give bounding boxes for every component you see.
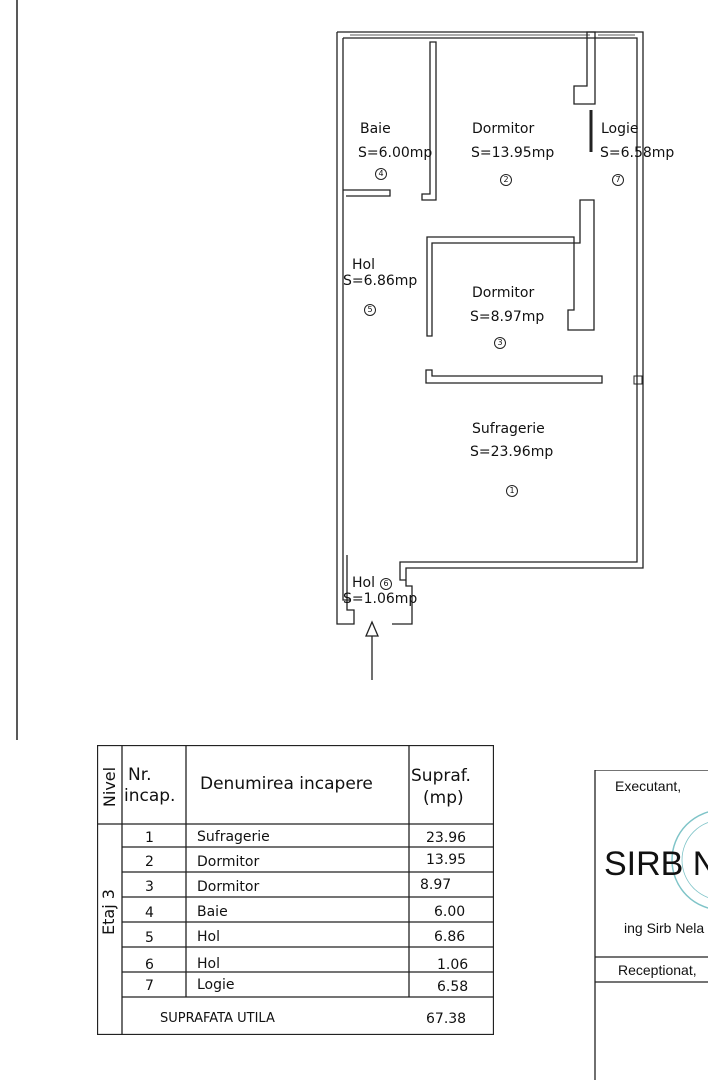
row-name: Dormitor (197, 879, 260, 895)
entrance-arrow-icon (365, 620, 379, 680)
row-area: 6.58 (437, 979, 469, 995)
room-area: S=6.86mp (343, 273, 418, 289)
stamp-frame (594, 770, 708, 1080)
row-name: Hol (197, 956, 220, 972)
room-area: S=6.00mp (358, 145, 433, 161)
room-area: S=13.95mp (471, 145, 555, 161)
room-area: S=23.96mp (470, 444, 554, 460)
row-name: Baie (197, 904, 228, 920)
row-nr: 6 (145, 957, 154, 973)
row-nr: 1 (145, 830, 154, 846)
header-area: Supraf. (411, 766, 471, 786)
floor-plan (16, 0, 644, 740)
dormitor-small-wall (426, 199, 595, 337)
header-name: Denumirea incapere (200, 774, 373, 794)
room-name: Sufragerie (472, 421, 545, 437)
inner-wall-line (343, 37, 638, 581)
room-number: 2 (500, 174, 512, 186)
room-name: Hol (352, 575, 375, 591)
row-area: 6.86 (434, 929, 466, 945)
room-name: Logie (601, 121, 639, 137)
room-name: Dormitor (472, 285, 535, 301)
room-number-badge: 3 (494, 336, 506, 349)
level-value: Etaj 3 (99, 889, 118, 935)
row-name: Sufragerie (197, 829, 270, 845)
row-name: Dormitor (197, 854, 260, 870)
row-name: Logie (197, 977, 235, 993)
row-area: 1.06 (437, 957, 469, 973)
room-number-badge: 2 (500, 173, 512, 186)
room-area: S=1.06mp (343, 591, 418, 607)
header-area-2: (mp) (423, 788, 464, 808)
company-name: SIRB N (604, 845, 708, 883)
room-number: 1 (506, 485, 518, 497)
row-nr: 4 (145, 905, 154, 921)
room-number: 5 (364, 304, 376, 316)
room-area: S=8.97mp (470, 309, 545, 325)
room-number: 6 (380, 578, 392, 590)
executant-block: Executant, SIRB N ing Sirb Nela Receptio… (594, 770, 708, 1080)
receptionat-label: Receptionat, (618, 962, 697, 978)
row-area: 8.97 (420, 877, 452, 893)
header-level: Nivel (100, 766, 119, 808)
room-number-badge: 7 (612, 173, 624, 186)
row-name: Hol (197, 929, 220, 945)
row-area: 13.95 (426, 852, 467, 868)
room-number: 3 (494, 337, 506, 349)
row-nr: 5 (145, 930, 154, 946)
room-name: Hol (352, 257, 375, 273)
outer-wall (337, 31, 644, 625)
room-number: 4 (375, 168, 387, 180)
room-number-badge: 1 (506, 484, 518, 497)
total-value: 67.38 (426, 1011, 467, 1027)
bath-dorm-wall (421, 41, 437, 201)
header-nr-2: incap. (124, 786, 176, 806)
room-number-badge: 6 (380, 577, 392, 590)
room-number-badge: 5 (364, 303, 376, 316)
room-area: S=6.58mp (600, 145, 675, 161)
room-name: Baie (360, 121, 391, 137)
row-nr: 2 (145, 854, 154, 870)
round-seal-icon (671, 811, 708, 909)
room-number-badge: 4 (375, 167, 387, 180)
room-name: Dormitor (472, 121, 535, 137)
row-nr: 7 (145, 978, 154, 994)
table-grid (97, 745, 494, 1035)
room-number: 7 (612, 174, 624, 186)
outer-wall-left (336, 32, 355, 625)
row-area: 6.00 (434, 904, 466, 920)
row-area: 23.96 (426, 830, 467, 846)
rooms-table: Nivel Nr. incap. Denumirea incapere Supr… (97, 745, 494, 1035)
bath-wall (343, 189, 391, 197)
sufragerie-wall (425, 369, 603, 384)
total-label: SUPRAFATA UTILA (160, 1011, 275, 1026)
logie-wall (573, 31, 596, 105)
header-nr: Nr. (128, 765, 152, 785)
engineer-name: ing Sirb Nela (624, 920, 705, 936)
executant-label: Executant, (615, 778, 682, 794)
row-nr: 3 (145, 879, 154, 895)
